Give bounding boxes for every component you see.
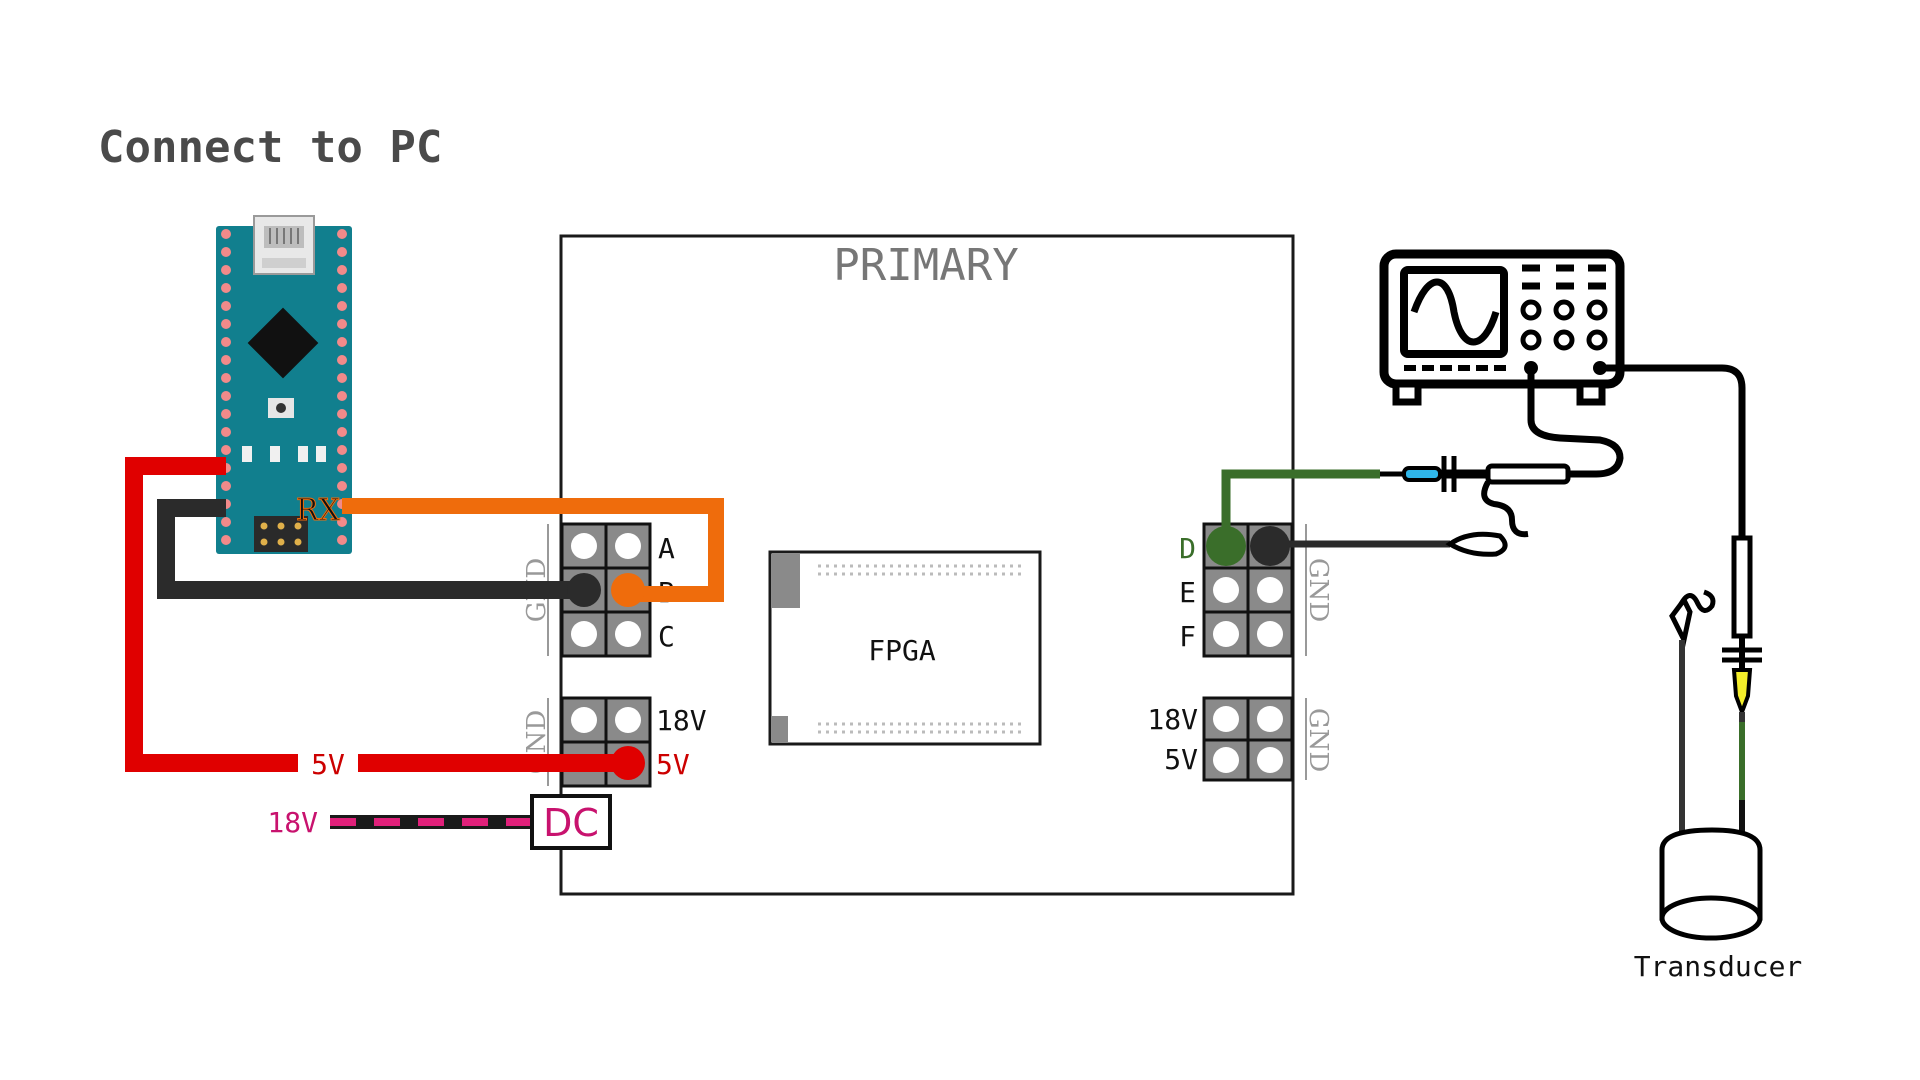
rx-label: RX xyxy=(296,493,341,528)
scope-channel-cable xyxy=(1600,364,1746,540)
icsp-header xyxy=(254,516,308,552)
page-title: Connect to PC xyxy=(98,122,442,173)
fpga-label: FPGA xyxy=(868,634,936,667)
oscilloscope-icon xyxy=(1379,249,1625,406)
pin-label-5v-right: 5V xyxy=(1164,743,1198,776)
microcontroller-chip xyxy=(247,307,319,379)
pin-label-5v-left: 5V xyxy=(656,748,690,781)
right-power-gnd-label: GND xyxy=(1303,708,1333,772)
pin-label-18v-right: 18V xyxy=(1147,703,1198,736)
wire-5v-label: 5V xyxy=(311,748,345,781)
dc-jack-label: DC xyxy=(543,801,599,845)
wire-18v-dc: 18V xyxy=(267,806,532,839)
wire-18v-label: 18V xyxy=(267,806,318,839)
pin-label-f: F xyxy=(1179,620,1196,653)
arduino-nano xyxy=(216,215,352,554)
transducer-label: Transducer xyxy=(1634,950,1803,983)
pin-label-d: D xyxy=(1179,532,1196,565)
wire-probe-signal-green xyxy=(1206,469,1380,566)
status-leds xyxy=(242,446,326,462)
transducer-probe-icon xyxy=(1722,535,1762,718)
transducer-ground-clip-icon xyxy=(1669,589,1716,648)
wire-probe-ground-black xyxy=(1250,526,1450,566)
wire-rx-orange: RX xyxy=(296,493,724,607)
pin-label-18v-left: 18V xyxy=(656,704,707,737)
wire-5v-red: 5V xyxy=(125,457,645,781)
pin-label-a: A xyxy=(658,532,675,565)
usb-connector-icon xyxy=(253,215,315,275)
scope-probe-icon xyxy=(1380,456,1571,557)
right-power-header: GND 18V 5V xyxy=(1147,696,1333,782)
board-label: PRIMARY xyxy=(833,240,1018,291)
pin-label-e: E xyxy=(1179,576,1196,609)
pin-label-c: C xyxy=(658,620,675,653)
arduino-pins xyxy=(221,229,347,545)
wire-gnd-black xyxy=(157,499,601,607)
fpga-module: FPGA xyxy=(768,550,1042,746)
probe-cable xyxy=(1527,368,1624,478)
transducer-icon xyxy=(1659,827,1763,941)
dc-jack: DC xyxy=(530,794,612,850)
right-header-gnd-label: GND xyxy=(1303,558,1333,622)
